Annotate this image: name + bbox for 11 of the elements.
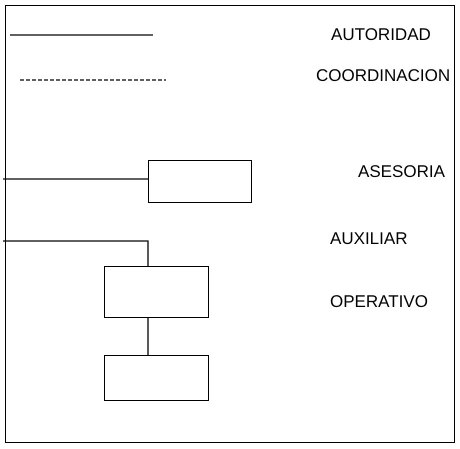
legend-text: AUXILIAR bbox=[330, 229, 408, 249]
legend-text: COORDINACION bbox=[316, 66, 450, 86]
org-box bbox=[148, 160, 252, 203]
connector-line bbox=[3, 178, 148, 180]
legend-text: OPERATIVO bbox=[330, 292, 428, 312]
connector-line bbox=[3, 240, 149, 266]
org-box bbox=[104, 355, 209, 401]
org-box bbox=[104, 266, 209, 318]
legend-text: ASESORIA bbox=[358, 162, 445, 182]
connector-line bbox=[147, 318, 149, 355]
legend-text: AUTORIDAD bbox=[331, 25, 431, 45]
